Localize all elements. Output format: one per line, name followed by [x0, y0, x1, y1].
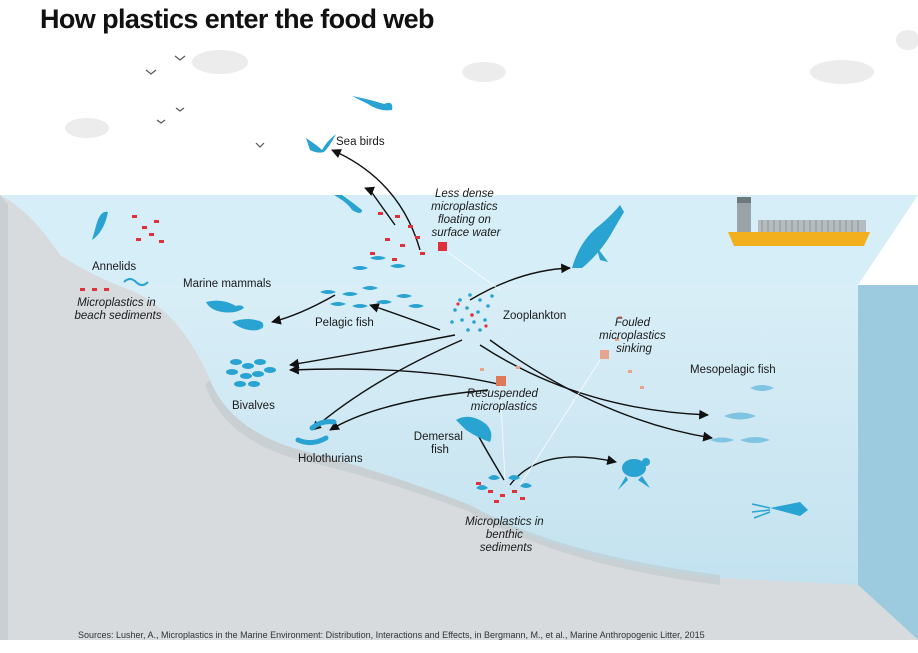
page-title: How plastics enter the food web — [40, 4, 435, 34]
label-beach-sediments: Microplastics in beach sediments — [75, 297, 162, 322]
water-surface — [0, 195, 918, 285]
label-sea-birds: Sea birds — [336, 136, 385, 148]
label-mesopelagic-fish: Mesopelagic fish — [690, 364, 776, 376]
zooplankton-dots — [450, 293, 494, 332]
label-demersal-fish: Demersal fish — [414, 431, 466, 456]
sea-bird-icon — [92, 96, 393, 240]
label-fouled: Fouled microplastics sinking — [599, 317, 669, 355]
seabed-top — [0, 195, 918, 640]
label-bivalves: Bivalves — [232, 400, 275, 412]
distant-birds — [145, 55, 265, 148]
label-holothurians: Holothurians — [298, 453, 363, 465]
demersal-fish-icon — [456, 416, 492, 442]
faded-plastic — [480, 316, 644, 389]
cargo-ship-icon — [728, 197, 870, 246]
whale-icon — [572, 205, 624, 268]
bivalves-icon — [226, 359, 276, 387]
label-resuspended: Resuspended microplastics — [467, 388, 541, 413]
water-side-face — [858, 285, 918, 640]
plastic-particles — [80, 212, 525, 503]
annelid-icon — [123, 278, 149, 286]
pelagic-fish-icon — [320, 256, 424, 308]
mesopelagic-fish-icon — [710, 385, 774, 443]
label-benthic-sediments: Microplastics in benthic sediments — [465, 516, 547, 554]
squid-icon — [751, 502, 808, 519]
clouds — [65, 30, 918, 138]
label-pelagic-fish: Pelagic fish — [315, 317, 374, 329]
turtle-icon — [618, 458, 650, 490]
label-zooplankton: Zooplankton — [503, 310, 566, 322]
thin-connectors — [444, 249, 601, 486]
seabed-left-face — [0, 195, 8, 640]
label-marine-mammals: Marine mammals — [183, 278, 271, 290]
crustaceans-icon — [476, 475, 532, 490]
holothurians-icon — [295, 419, 337, 446]
source-note: Sources: Lusher, A., Microplastics in th… — [78, 630, 705, 640]
food-web-arrows — [271, 149, 713, 486]
label-less-dense: Less dense microplastics floating on sur… — [431, 188, 502, 239]
label-annelids: Annelids — [92, 261, 136, 273]
marine-mammals-icon — [206, 300, 264, 331]
